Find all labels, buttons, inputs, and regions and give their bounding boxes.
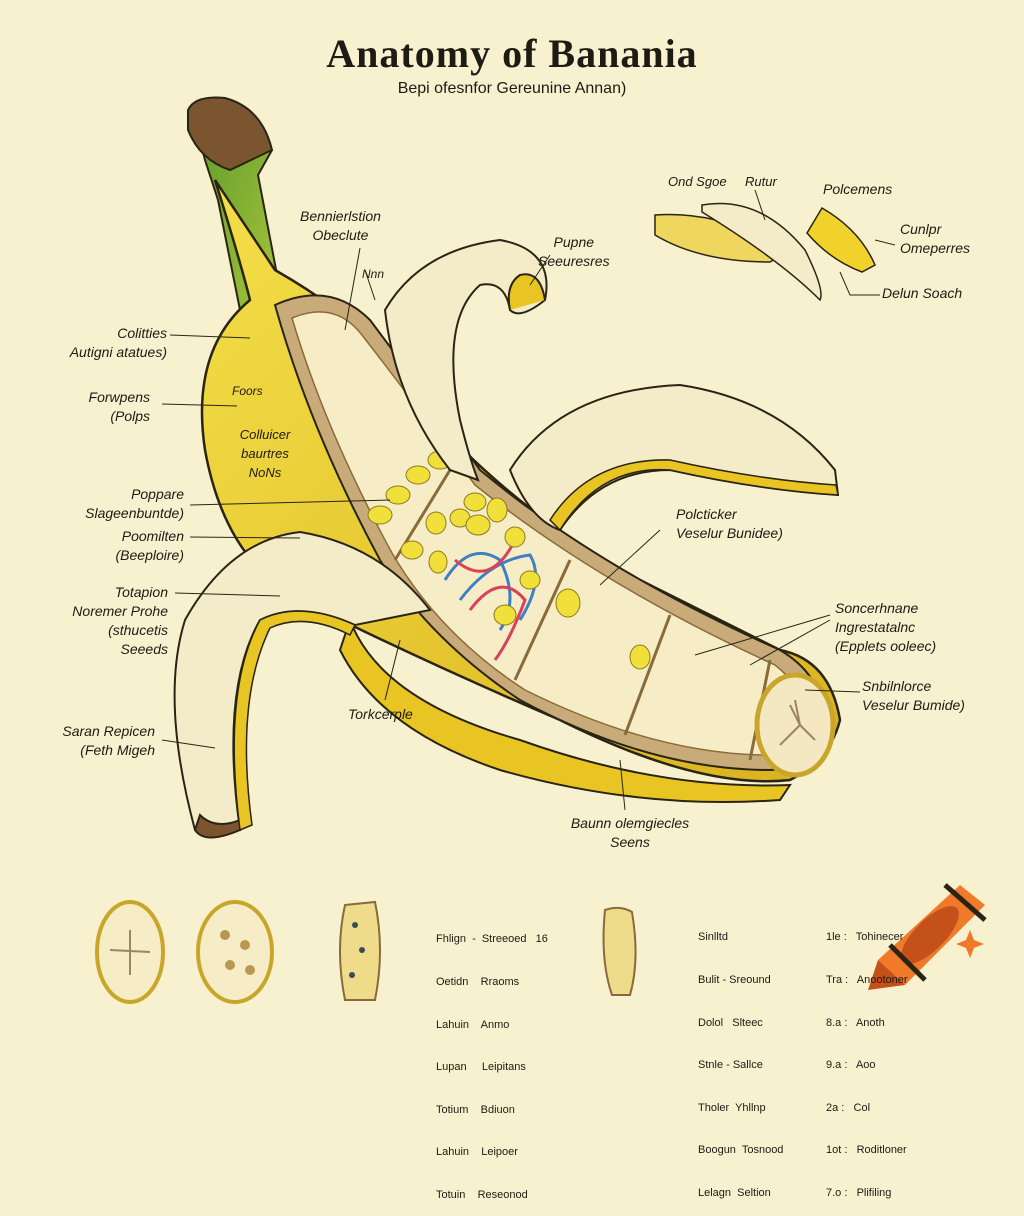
page-title: Anatomy of Banania [326, 31, 698, 76]
label-pupne: Pupne Seeuresres [538, 234, 610, 269]
label-polcticker: Polcticker Veselur Bunidee) [676, 506, 783, 541]
legend-row: 7.o : Plifiling [826, 1187, 892, 1200]
thumb-cross-section-2 [196, 900, 274, 1004]
thumb-seed-pod [602, 906, 637, 996]
label-cunlpr: Cunlpr Omeperres [900, 221, 971, 256]
legend-row: Stnle - Sallce [698, 1059, 763, 1072]
label-poomilten: Poomilten (Beeploire) [115, 528, 184, 563]
label-torkcerple: Torkcerple [348, 706, 413, 722]
slice-1 [654, 213, 792, 263]
legend-row: Sinlltd [698, 931, 728, 944]
legend-row: Lelagn Seltion [698, 1187, 771, 1200]
legend-row: Fhlign - Streeoed 16 [436, 933, 548, 946]
slice-3 [806, 206, 876, 273]
legend-table-3: 1le : Tohinecer Tra : Anootoner 8.a : An… [826, 902, 908, 1214]
label-foors: Foors [232, 384, 263, 398]
seeds [367, 450, 651, 670]
label-collueer: Colluicer baurtres NoNs [239, 427, 291, 480]
legend-row: Bulit - Sreound [698, 974, 771, 987]
leader-lines [161, 189, 896, 811]
label-saran: Saran Repicen (Feth Migeh [62, 723, 155, 758]
legend-row: Oetidn Rraoms [436, 976, 520, 989]
label-rutur: Rutur [745, 174, 777, 189]
slice-2 [701, 202, 822, 302]
legend-row: Boogun Tosnood [698, 1144, 784, 1157]
banana-illustration [95, 96, 987, 1004]
banana-lower-peel [338, 617, 792, 803]
legend-row: Dolol Slteec [698, 1016, 763, 1029]
label-snbilnlorce: Snbilnlorce Veselur Bumide) [862, 678, 965, 713]
end-cross-section [754, 672, 836, 778]
label-soncerhnane: Soncerhnane Ingrestatalnc (Epplets oolee… [835, 600, 937, 654]
legend-row: Lahuin Anmo [436, 1018, 510, 1031]
label-totapion: Totapion Noremer Prohe (sthucetis Seeeds [72, 584, 168, 657]
legend-table-1: Fhlign - Streeoed 16 Oetidn Rraoms Lahui… [436, 904, 548, 1216]
legend-row: Tholer Yhllnp [698, 1101, 766, 1114]
legend-row: Lahuin Leipoer [436, 1146, 518, 1159]
legend-row: Tra : Anootoner [826, 974, 908, 987]
crayon-logo-icon [868, 883, 987, 990]
legend-row: 1le : Tohinecer [826, 931, 904, 944]
stem-tip [187, 96, 274, 172]
label-poppare: Poppare Slageenbuntde) [85, 486, 184, 521]
legend-row: 9.a : Aoo [826, 1059, 876, 1072]
label-baunn: Baunn olemgiecles Seens [570, 815, 690, 850]
label-top-center: Bennierlstion Obeclute [300, 208, 381, 243]
label-delun: Delun Soach [882, 285, 963, 301]
label-colitties: Colitties Autigni atatues) [69, 325, 167, 360]
label-polcemens: Polcemens [823, 181, 893, 197]
legend-row: Totuin Reseonod [436, 1189, 528, 1202]
legend-row: Lupan Leipitans [436, 1061, 526, 1074]
legend-row: 2a : Col [826, 1101, 871, 1114]
vascular-bundle [443, 539, 538, 661]
legend-table-2: Sinlltd Bulit - Sreound Dolol Slteec Stn… [698, 902, 783, 1214]
label-ond-sgoe: Ond Sgoe [668, 174, 727, 189]
label-forwpens: Forwpens (Polps [88, 389, 150, 424]
legend-row: Totium Bdiuon [436, 1103, 515, 1116]
peel-flap-upper [383, 238, 548, 482]
label-nnn: Nnn [362, 267, 385, 281]
legend-row: 1ot : Roditloner [826, 1144, 907, 1157]
page-subtitle: Bepi ofesnfor Gereunine Annan) [397, 80, 627, 97]
legend-row: 8.a : Anoth [826, 1016, 885, 1029]
